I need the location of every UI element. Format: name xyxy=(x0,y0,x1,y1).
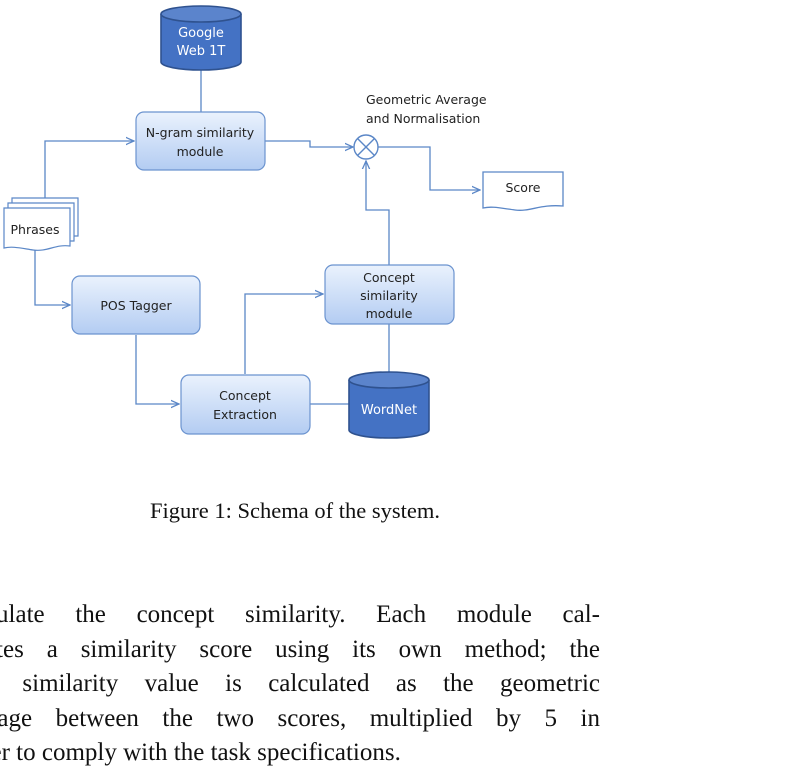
google-web1t-database: Google Web 1T xyxy=(160,5,242,71)
phrases-documents: Phrases xyxy=(3,197,79,251)
concept-extraction-label-line2: Extraction xyxy=(213,407,277,422)
concept-module-label-line3: module xyxy=(366,306,413,321)
google-db-label-line2: Web 1T xyxy=(177,44,226,59)
connector-phrases-to-ngram xyxy=(44,141,134,198)
google-db-label-line1: Google xyxy=(178,26,224,41)
connector-concept-to-combiner xyxy=(366,161,390,265)
connector-pos-to-extraction xyxy=(135,335,179,404)
body-line: erage between the two scores, multiplied… xyxy=(0,704,600,732)
combiner-label-line1: Geometric Average xyxy=(366,92,487,107)
score-label: Score xyxy=(505,180,540,195)
wordnet-database: WordNet xyxy=(348,371,430,439)
connector-extraction-to-concept xyxy=(244,294,323,374)
body-line: lates a similarity score using its own m… xyxy=(0,635,600,663)
wordnet-label: WordNet xyxy=(361,403,417,418)
concept-module-label-line2: similarity xyxy=(360,288,418,303)
body-line: al similarity value is calculated as the… xyxy=(0,670,600,697)
ngram-module-label-line1: N-gram similarity xyxy=(146,125,255,140)
body-line: lculate the concept similarity. Each mod… xyxy=(0,601,600,628)
pos-tagger: POS Tagger xyxy=(71,275,201,335)
score-document: Score xyxy=(482,171,564,211)
figure-caption: Figure 1: Schema of the system. xyxy=(150,498,440,523)
ngram-similarity-module: N-gram similarity module xyxy=(135,111,266,171)
system-schema-diagram: Google Web 1T N-gram similarity module G… xyxy=(3,5,564,439)
pos-tagger-label: POS Tagger xyxy=(100,298,172,313)
concept-similarity-module: Concept similarity module xyxy=(324,264,455,325)
connector-ngram-to-combiner xyxy=(265,140,353,147)
geometric-average-combiner: Geometric Average and Normalisation xyxy=(353,92,487,160)
body-paragraph: lculate the concept similarity. Each mod… xyxy=(0,598,600,771)
connectors xyxy=(34,70,480,404)
connector-combiner-to-score xyxy=(378,146,480,190)
concept-module-label-line1: Concept xyxy=(363,270,415,285)
connector-phrases-to-pos xyxy=(34,249,70,305)
body-line: der to comply with the task specificatio… xyxy=(0,739,401,766)
combiner-label-line2: and Normalisation xyxy=(366,111,480,126)
phrases-label: Phrases xyxy=(11,222,60,237)
ngram-module-label-line2: module xyxy=(177,144,224,159)
concept-extraction: Concept Extraction xyxy=(180,374,311,435)
concept-extraction-label-line1: Concept xyxy=(219,388,271,403)
